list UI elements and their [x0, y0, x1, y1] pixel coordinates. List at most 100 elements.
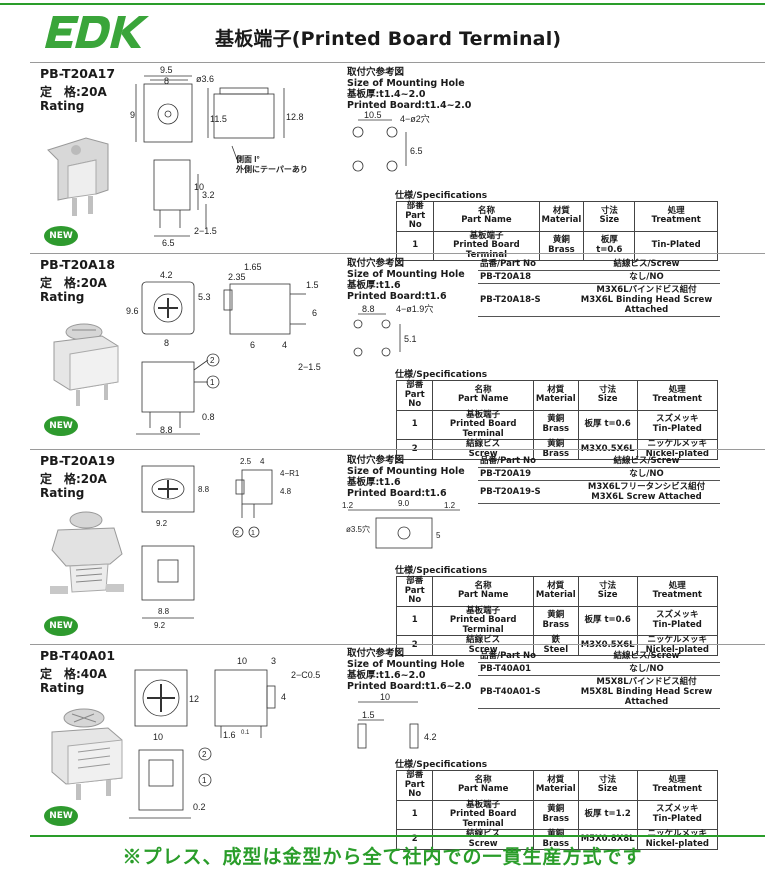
svg-text:1: 1: [251, 530, 255, 537]
spec-label: 仕様/Specifications: [395, 191, 488, 201]
svg-text:4: 4: [282, 340, 287, 350]
rating-cn: 定 格:20A: [40, 472, 107, 486]
svg-text:1.5: 1.5: [362, 710, 375, 720]
svg-text:10.5: 10.5: [364, 110, 382, 120]
svg-text:4.2: 4.2: [424, 732, 437, 742]
svg-text:1.6: 1.6: [223, 730, 236, 740]
dim-height-3: 12.8: [286, 112, 304, 122]
svg-text:4−R1: 4−R1: [280, 469, 300, 478]
svg-text:0.1: 0.1: [241, 730, 250, 736]
product-photo: [47, 137, 109, 216]
svg-text:4−ø1.9穴: 4−ø1.9穴: [396, 303, 433, 314]
section-divider: [30, 644, 765, 645]
technical-drawing: 2 1 4.2 9.6 5.3 8 1.65 2.35 1.5 6 6 4 2−…: [126, 262, 321, 435]
section-divider: [30, 253, 765, 254]
technical-drawing: 2 1 12 10 3 2−C0.5 4 10 1.6 0.1 0.2: [129, 656, 320, 819]
footer-note: ※プレス、成型は金型から全て社内での一貫生産方式です: [122, 846, 643, 868]
svg-text:2.5: 2.5: [240, 457, 252, 466]
svg-text:10: 10: [153, 732, 163, 742]
svg-text:9.2: 9.2: [156, 519, 168, 528]
dim-width: 9.5: [160, 65, 173, 75]
product-name: PB-T40A01: [40, 648, 116, 663]
svg-text:8.8: 8.8: [198, 485, 210, 494]
product-name: PB-T20A17: [40, 66, 116, 81]
rating-label: Rating: [40, 486, 85, 500]
svg-text:2: 2: [202, 750, 207, 759]
new-badge: NEW: [44, 806, 78, 826]
mounting-hole-info: 取付穴参考図 Size of Mounting Hole 基板厚:t1.6~2.…: [347, 648, 472, 692]
dim-pin: 10: [194, 182, 204, 192]
svg-text:4.2: 4.2: [160, 270, 173, 280]
taper-note-2: 外側にテーパーあり: [236, 164, 308, 174]
taper-note-1: 側面 I°: [235, 154, 260, 164]
dim-height: 9: [130, 110, 135, 120]
product-name: PB-T20A18: [40, 257, 116, 272]
svg-text:6: 6: [250, 340, 255, 350]
svg-text:5.1: 5.1: [404, 334, 417, 344]
svg-text:9.2: 9.2: [154, 621, 166, 630]
svg-text:3: 3: [271, 656, 276, 666]
svg-text:4.8: 4.8: [280, 487, 292, 496]
new-badge: NEW: [44, 226, 78, 246]
svg-text:4: 4: [281, 692, 286, 702]
dim-width-inner: 8: [164, 76, 169, 86]
svg-text:ø3.5穴: ø3.5穴: [346, 524, 370, 534]
svg-text:5: 5: [436, 531, 441, 540]
svg-text:2−C0.5: 2−C0.5: [291, 670, 320, 680]
mounting-hole-info: 取付穴参考図 Size of Mounting Hole 基板厚:t1.6 Pr…: [347, 455, 465, 499]
section-divider: [30, 62, 765, 63]
new-badge: NEW: [44, 616, 78, 636]
document-title: 基板端子(Printed Board Terminal): [215, 28, 562, 50]
technical-drawing: 9.5 8 ø3.6 9 11.5 12.8 10 3.2 6.5 2−1.5 …: [130, 65, 308, 248]
svg-text:1.2: 1.2: [444, 501, 456, 510]
dim-pitch: 6.5: [162, 238, 175, 248]
mounting-hole-diagram: 10.5 4−ø2穴 6.5: [352, 110, 430, 172]
svg-text:1.65: 1.65: [244, 262, 262, 272]
edk-logo: [45, 16, 150, 48]
product-photo: [50, 511, 124, 594]
mounting-hole-diagram: 1.2 9.0 1.2 ø3.5穴 5: [342, 499, 460, 549]
svg-text:10: 10: [237, 656, 247, 666]
footer-rule: [30, 835, 765, 837]
spec-label: 仕様/Specifications: [395, 760, 488, 770]
svg-text:9.0: 9.0: [398, 499, 410, 508]
mounting-hole-diagram: 10 1.5 4.2: [357, 692, 437, 749]
product-name: PB-T20A19: [40, 453, 116, 468]
svg-text:5.3: 5.3: [198, 292, 211, 302]
dim-hole: ø3.6: [196, 74, 214, 84]
rating-label: Rating: [40, 99, 85, 113]
rating-label: Rating: [40, 681, 85, 695]
svg-text:4−ø2穴: 4−ø2穴: [400, 113, 430, 124]
svg-text:10: 10: [380, 692, 390, 702]
svg-text:2: 2: [235, 530, 239, 537]
dim-height-2: 11.5: [210, 114, 227, 124]
svg-text:0.8: 0.8: [202, 412, 215, 422]
svg-text:2−1.5: 2−1.5: [298, 362, 321, 372]
svg-text:4: 4: [260, 457, 265, 466]
product-photo: [53, 323, 119, 406]
svg-text:1: 1: [210, 378, 215, 387]
svg-text:1.5: 1.5: [306, 280, 319, 290]
svg-text:12: 12: [189, 694, 199, 704]
svg-text:6: 6: [312, 308, 317, 318]
svg-text:2: 2: [210, 356, 215, 365]
dim-pin-width: 2−1.5: [194, 226, 217, 236]
svg-text:9.6: 9.6: [126, 306, 139, 316]
svg-text:8.8: 8.8: [158, 607, 170, 616]
rating-cn: 定 格:40A: [40, 667, 107, 681]
svg-text:2.35: 2.35: [228, 272, 246, 282]
svg-text:8: 8: [164, 338, 169, 348]
new-badge: NEW: [44, 416, 78, 436]
